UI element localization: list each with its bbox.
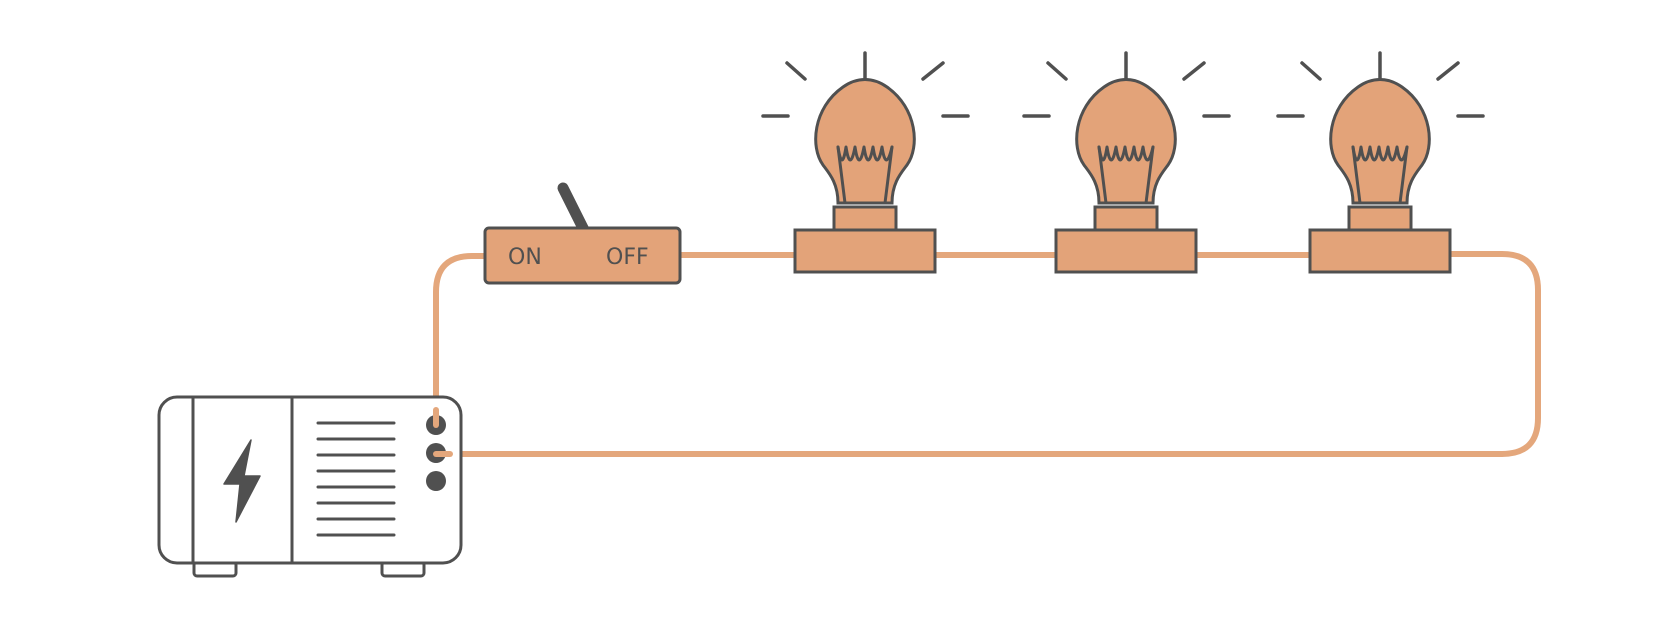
wire-supply-to-switch [433, 253, 491, 428]
bulb-3 [1276, 51, 1485, 274]
switch-on-label: ON [508, 245, 542, 270]
lightning-bolt-icon [223, 439, 261, 523]
bulb-2 [1022, 51, 1231, 274]
switch-off-label: OFF [606, 245, 649, 270]
terminal-bottom [426, 471, 446, 491]
wires [433, 251, 1541, 457]
wire-return [433, 251, 1541, 457]
toggle-switch[interactable]: ON OFF [483, 182, 682, 285]
light-bulb-icon [1276, 51, 1485, 274]
light-bulb-icon [761, 51, 970, 274]
bulb-1 [761, 51, 970, 274]
switch-body [483, 226, 682, 285]
vent-lines [316, 421, 396, 537]
power-supply [157, 395, 463, 578]
light-bulb-icon [1022, 51, 1231, 274]
switch-lever [557, 182, 590, 236]
supply-body [157, 395, 463, 565]
